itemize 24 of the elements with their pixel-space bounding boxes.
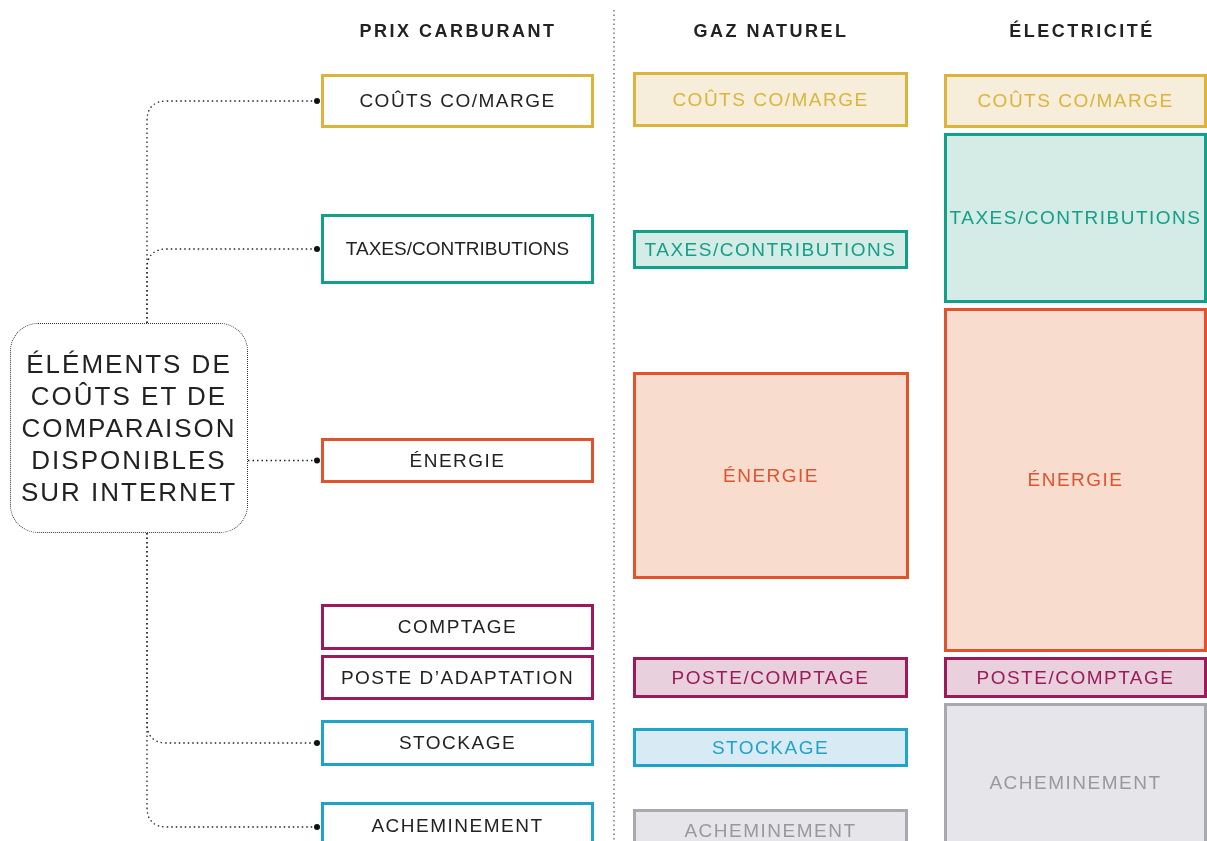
cost-margin-box: COÛTS CO/MARGE xyxy=(633,72,908,127)
connector-line xyxy=(146,246,320,324)
metering-box: POSTE/COMPTAGE xyxy=(633,657,908,698)
energy-box: ÉNERGIE xyxy=(944,308,1207,652)
connector-line xyxy=(146,532,320,830)
metering-box: POSTE/COMPTAGE xyxy=(944,657,1207,698)
column-heading: GAZ NATUREL xyxy=(693,21,849,42)
storage-box: STOCKAGE xyxy=(321,720,594,766)
energy-box: ÉNERGIE xyxy=(321,438,594,483)
connector-line xyxy=(247,457,320,464)
taxes-box: TAXES/CONTRIBUTIONS xyxy=(944,133,1207,303)
taxes-box: TAXES/CONTRIBUTIONS xyxy=(633,230,908,269)
cost-margin-box: COÛTS CO/MARGE xyxy=(321,74,594,128)
cost-margin-box: COÛTS CO/MARGE xyxy=(944,74,1207,128)
transport-box: ACHEMINEMENT xyxy=(944,703,1207,841)
storage-box: STOCKAGE xyxy=(633,728,908,767)
energy-box: ÉNERGIE xyxy=(633,372,909,579)
transport-box: ACHEMINEMENT xyxy=(633,809,908,841)
taxes-box: TAXES/CONTRIBUTIONS xyxy=(321,214,594,284)
column-heading: ÉLECTRICITÉ xyxy=(1009,21,1155,42)
storage-box: ACHEMINEMENT xyxy=(321,802,594,841)
column-heading: PRIX CARBURANT xyxy=(359,21,557,42)
metering-box: POSTE D’ADAPTATION xyxy=(321,655,594,700)
metering-box: COMPTAGE xyxy=(321,604,594,650)
